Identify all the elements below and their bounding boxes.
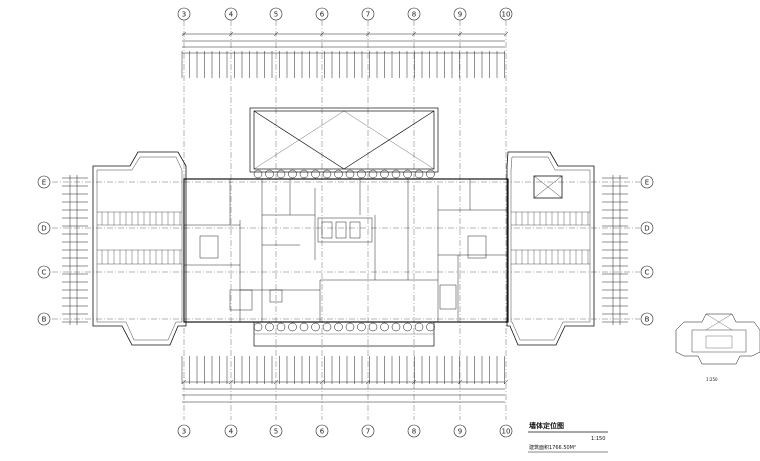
grid-bubble-row-E-right: E [640,175,654,189]
key-plan [675,313,760,365]
svg-text:4: 4 [229,11,234,19]
grid-bubble-col-10-bottom: 10 [499,424,513,438]
south-column-row [253,322,435,332]
title-block: 墙体定位图 1:150 建筑面积1766.50M² 1:250 [528,377,718,453]
bottom-dimension-lines [182,381,505,403]
svg-text:D: D [41,225,46,233]
svg-text:8: 8 [412,11,416,19]
grid-bubble-col-5-top: 5 [269,7,283,21]
row-grid-bubbles-left: E D C B [37,175,51,326]
left-wing [92,151,187,346]
row-grid-bubbles-right: E D C B [640,175,654,326]
drawing-title: 墙体定位图 [529,421,564,430]
grid-bubble-col-3-top: 3 [177,7,191,21]
top-dimension-ticks [181,31,509,78]
grid-bubble-col-8-bottom: 8 [407,424,421,438]
svg-text:6: 6 [320,428,325,436]
north-canopy [249,107,439,173]
grid-bubble-row-D-right: D [640,221,654,235]
grid-bubble-row-D-left: D [37,221,51,235]
svg-text:B: B [42,316,47,324]
svg-text:E: E [42,179,46,187]
main-core-outline [183,178,509,323]
svg-text:D: D [644,225,649,233]
svg-text:E: E [645,179,649,187]
grid-bubble-row-C-right: C [640,265,654,279]
grid-bubble-col-7-top: 7 [361,7,375,21]
column-grid-bubbles-bottom: 3 4 5 6 7 8 9 10 [177,424,513,438]
grid-bubble-col-8-top: 8 [407,7,421,21]
grid-bubble-row-B-left: B [37,312,51,326]
interior-walls [184,179,508,322]
svg-text:10: 10 [502,428,511,436]
grid-bubble-col-4-top: 4 [224,7,238,21]
grid-bubble-col-9-top: 9 [453,7,467,21]
svg-text:C: C [42,269,47,277]
left-stair-stripes [97,211,182,265]
bottom-dimension-ticks [181,356,509,385]
svg-text:B: B [645,316,650,324]
south-canopy [253,321,435,347]
svg-text:9: 9 [458,11,462,19]
horizontal-grid-lines [52,181,640,320]
drawing-scale: 1:150 [591,436,605,442]
svg-text:6: 6 [320,11,325,19]
grid-bubble-row-B-right: B [640,312,654,326]
grid-bubble-row-C-left: C [37,265,51,279]
svg-text:7: 7 [366,11,370,19]
keyplan-scale: 1:250 [706,377,718,382]
svg-text:3: 3 [182,11,186,19]
vertical-grid-lines [183,20,507,420]
svg-text:3: 3 [182,428,186,436]
top-dimension-lines [182,33,505,54]
grid-bubble-col-7-bottom: 7 [361,424,375,438]
grid-bubble-col-3-bottom: 3 [177,424,191,438]
right-stair-stripes [511,211,590,265]
grid-bubble-col-5-bottom: 5 [269,424,283,438]
grid-bubble-col-10-top: 10 [499,7,513,21]
svg-text:10: 10 [502,11,511,19]
svg-text:4: 4 [229,428,234,436]
grid-bubble-col-6-top: 6 [315,7,329,21]
grid-bubble-col-9-bottom: 9 [453,424,467,438]
svg-text:5: 5 [274,11,278,19]
right-wing [506,151,595,346]
north-column-row [253,169,435,179]
area-note: 建筑面积1766.50M² [529,444,576,451]
svg-text:C: C [645,269,650,277]
side-dimension-ticks [62,177,628,323]
svg-text:9: 9 [458,428,462,436]
grid-bubble-col-4-bottom: 4 [224,424,238,438]
column-grid-bubbles-top: 3 4 5 6 7 8 9 10 [177,7,513,21]
grid-bubble-col-6-bottom: 6 [315,424,329,438]
svg-text:8: 8 [412,428,416,436]
svg-text:7: 7 [366,428,370,436]
grid-bubble-row-E-left: E [37,175,51,189]
svg-text:5: 5 [274,428,278,436]
